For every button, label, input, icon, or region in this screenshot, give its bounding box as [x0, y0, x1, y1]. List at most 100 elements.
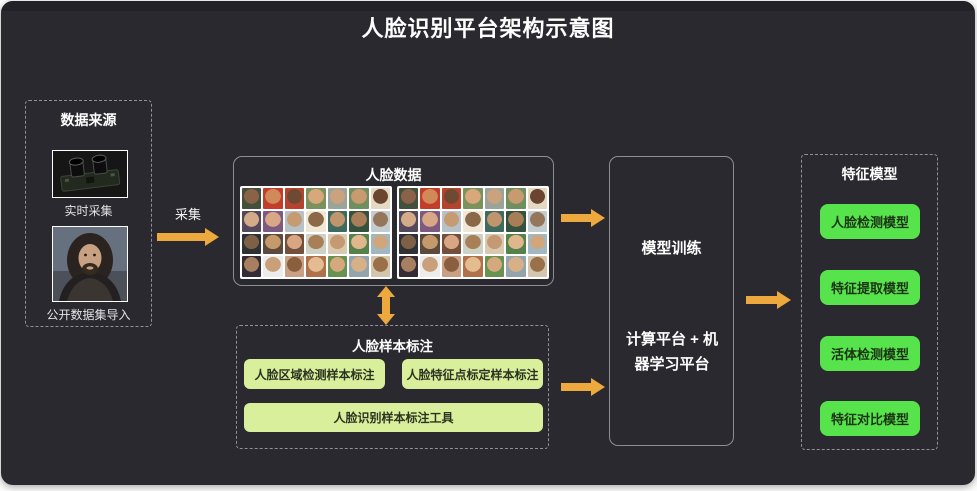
face-thumb: [370, 256, 390, 277]
face-thumb: [327, 233, 348, 255]
face-thumb: [242, 233, 262, 255]
landmark-annotation-button[interactable]: 人脸特征点标定样本标注: [402, 359, 543, 389]
face-thumb: [441, 188, 462, 209]
face-thumb: [506, 210, 526, 232]
arrow-head-down: [377, 314, 395, 325]
annotation-panel: 人脸样本标注 人脸区域检测样本标注 人脸特征点标定样本标注 人脸识别样本标注工具: [236, 325, 549, 449]
public-dataset-label: 公开数据集导入: [46, 308, 131, 322]
liveness-detect-model-button[interactable]: 活体检测模型: [820, 336, 920, 371]
top-strip: [1, 1, 975, 11]
face-thumb: [441, 233, 462, 255]
face-thumb: [420, 233, 440, 255]
face-thumb: [327, 210, 348, 232]
collect-label: 采集: [174, 207, 201, 222]
face-grid-tile: [240, 186, 392, 279]
training-to-models-arrow-icon: [746, 291, 791, 309]
face-thumb: [263, 256, 283, 277]
data-source-title: 数据来源: [60, 112, 117, 128]
annotation-title: 人脸样本标注: [352, 339, 433, 354]
arrow-head: [591, 378, 605, 396]
face-thumb: [484, 233, 505, 255]
feature-models-title: 特征模型: [841, 166, 898, 182]
face-thumb: [242, 210, 262, 232]
face-thumb: [242, 188, 262, 209]
face-thumb: [370, 188, 390, 209]
face-data-box: 人脸数据: [233, 156, 554, 286]
face-data-title: 人脸数据: [365, 167, 422, 183]
face-detect-model-button[interactable]: 人脸检测模型: [820, 204, 920, 239]
face-thumb: [399, 256, 419, 277]
arrow-head: [777, 291, 791, 309]
face-thumb: [527, 233, 547, 255]
face-thumb: [284, 256, 305, 277]
face-thumb: [370, 210, 390, 232]
arrow-shaft: [157, 233, 207, 241]
face-thumb: [463, 188, 483, 209]
face-thumb: [284, 188, 305, 209]
face-thumb: [484, 256, 505, 277]
face-thumb: [527, 210, 547, 232]
face-thumb: [441, 256, 462, 277]
arrow-shaft: [561, 383, 593, 391]
face-thumb: [399, 210, 419, 232]
training-subtitle: 计算平台 + 机器学习平台: [625, 331, 719, 373]
sync-double-arrow-icon: [377, 286, 395, 325]
camera-module-image: [52, 150, 128, 198]
face-thumb: [242, 256, 262, 277]
feature-extract-model-button[interactable]: 特征提取模型: [820, 270, 920, 305]
model-training-box: 模型训练 计算平台 + 机器学习平台: [609, 156, 734, 446]
arrow-head: [591, 209, 605, 227]
face-thumb: [306, 210, 326, 232]
face-thumb: [399, 233, 419, 255]
face-thumb: [463, 256, 483, 277]
face-thumb: [349, 210, 369, 232]
face-thumb: [284, 210, 305, 232]
face-thumb: [263, 233, 283, 255]
face-thumb: [306, 233, 326, 255]
face-thumb: [420, 210, 440, 232]
face-thumb: [306, 188, 326, 209]
feature-compare-model-button[interactable]: 特征对比模型: [820, 401, 920, 436]
feature-models-panel: 特征模型 人脸检测模型 特征提取模型 活体检测模型 特征对比模型: [801, 154, 938, 450]
arrow-shaft: [561, 214, 593, 222]
face-thumb: [284, 233, 305, 255]
arrow-head-up: [377, 286, 395, 297]
portrait-image: [52, 226, 128, 302]
face-thumb: [463, 210, 483, 232]
face-thumb: [463, 233, 483, 255]
face-thumb: [349, 256, 369, 277]
recognition-annotation-tool-button[interactable]: 人脸识别样本标注工具: [244, 403, 543, 432]
annotation-to-training-arrow-icon: [561, 378, 605, 396]
facedata-to-training-arrow-icon: [561, 209, 605, 227]
face-thumb: [306, 256, 326, 277]
face-thumb: [263, 188, 283, 209]
camera-module-graphic: [53, 151, 127, 197]
face-thumb: [506, 188, 526, 209]
collect-arrow-icon: [157, 228, 219, 246]
arrow-shaft: [746, 296, 779, 304]
page-title: 人脸识别平台架构示意图: [361, 16, 615, 41]
face-thumb: [484, 188, 505, 209]
face-thumb: [263, 210, 283, 232]
face-thumb: [441, 210, 462, 232]
face-grid-tile: [397, 186, 549, 279]
face-thumb: [527, 256, 547, 277]
face-thumb: [420, 188, 440, 209]
arrow-shaft: [382, 295, 390, 316]
training-title: 模型训练: [641, 240, 702, 257]
face-thumb: [484, 210, 505, 232]
face-thumb: [506, 256, 526, 277]
realtime-capture-label: 实时采集: [64, 204, 113, 218]
portrait-graphic: [53, 227, 127, 301]
face-thumb: [506, 233, 526, 255]
face-thumb: [349, 233, 369, 255]
arrow-head: [205, 228, 219, 246]
data-source-panel: 数据来源 实时采集: [25, 100, 152, 327]
region-detect-annotation-button[interactable]: 人脸区域检测样本标注: [244, 359, 385, 389]
face-thumb: [327, 188, 348, 209]
face-thumb: [349, 188, 369, 209]
face-thumb: [370, 233, 390, 255]
face-thumb: [527, 188, 547, 209]
face-thumb: [420, 256, 440, 277]
